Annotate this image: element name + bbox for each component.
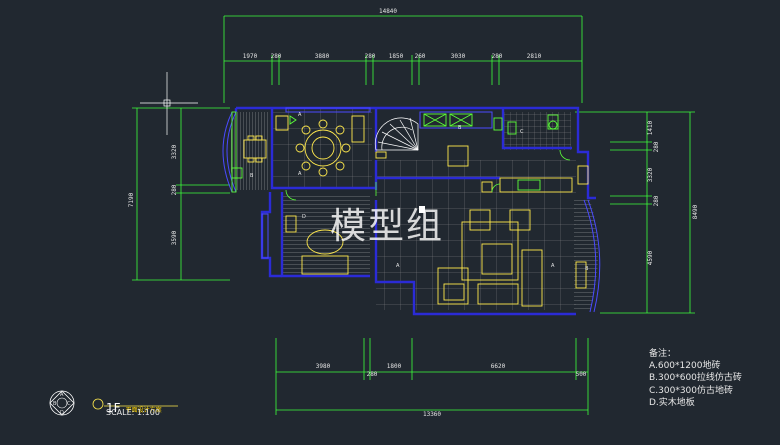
selection-marker xyxy=(419,206,425,213)
window-frames xyxy=(222,107,601,313)
logo-letter: B xyxy=(53,401,57,407)
notes-block: 备注： A.600*1200地砖 B.300*600拉线仿古砖 C.300*30… xyxy=(649,348,742,409)
drawing-title: 1F 平面设计方案 xyxy=(106,397,162,416)
notes-item: A.600*1200地砖 xyxy=(649,361,721,372)
room-label: A xyxy=(396,263,400,269)
dim-bottom-seg: 1800 xyxy=(387,363,402,370)
dim-left-seg: 3590 xyxy=(171,230,178,245)
door-swings xyxy=(285,149,571,201)
notes-item: C.300*300仿古地砖 xyxy=(649,385,734,396)
walls xyxy=(234,106,596,316)
dim-right-seg: 280 xyxy=(653,141,660,152)
dim-right-seg: 4590 xyxy=(647,250,654,265)
room-label: B xyxy=(458,125,462,131)
right-dimension-lines xyxy=(575,111,695,314)
dim-top-seg: 280 xyxy=(492,53,503,60)
drawing-title-sub: 平面设计方案 xyxy=(125,407,162,414)
dim-top-segments: 1970 280 3880 280 1850 260 3030 280 2810 xyxy=(243,53,542,60)
dim-right-total: 8490 xyxy=(692,204,699,219)
title-marker-icon xyxy=(92,398,104,410)
dim-left-total: 7190 xyxy=(128,192,135,207)
room-label: B xyxy=(585,266,589,272)
room-label: D xyxy=(302,214,306,220)
dim-right-seg: 1410 xyxy=(647,120,654,135)
dim-top-seg: 260 xyxy=(415,53,426,60)
floor-areas xyxy=(229,108,598,312)
dim-top-seg: 280 xyxy=(365,53,376,60)
logo-letter: C xyxy=(67,401,71,407)
notes-heading: 备注： xyxy=(649,349,677,359)
room-label: A xyxy=(298,171,302,177)
dim-bottom-seg: 500 xyxy=(576,371,587,378)
dim-left-seg: 280 xyxy=(171,184,178,195)
dim-top-seg: 2810 xyxy=(527,53,542,60)
bottom-dimension-lines xyxy=(275,338,589,415)
dim-bottom-seg: 6620 xyxy=(491,363,506,370)
room-label: B xyxy=(250,173,254,179)
dim-left-seg: 3320 xyxy=(171,144,178,159)
drawing-scale: SCALE: 1:100 xyxy=(106,408,160,417)
furniture xyxy=(243,115,589,307)
dim-top-seg: 1970 xyxy=(243,53,258,60)
drawing-title-main: 1F xyxy=(106,401,121,415)
dim-top-seg: 1850 xyxy=(389,53,404,60)
dim-top-total: 14840 xyxy=(379,8,397,15)
dim-bottom-total: 13360 xyxy=(423,411,441,418)
left-dimension-lines xyxy=(132,72,230,281)
room-label: C xyxy=(520,129,524,135)
logo-letter: A xyxy=(60,392,64,398)
dim-right-segments: 1410 280 3320 280 4590 8490 xyxy=(647,120,699,265)
title-logo: A B C D xyxy=(49,390,178,416)
dim-right-seg: 3320 xyxy=(647,167,654,182)
notes-item: B.300*600拉线仿古砖 xyxy=(649,373,742,384)
dim-bottom-seg: 280 xyxy=(367,371,378,378)
logo-letter: D xyxy=(60,410,64,416)
room-label: A xyxy=(551,263,555,269)
room-label: A xyxy=(298,112,302,118)
top-dimension-lines xyxy=(223,15,583,103)
dim-bottom-segments: 3980 280 1800 6620 500 13360 xyxy=(316,363,587,418)
watermark-text: 模型组 xyxy=(330,206,444,247)
room-labels: A A B B C D A A B xyxy=(250,112,589,272)
notes-item: D.实木地板 xyxy=(649,397,695,408)
fixtures xyxy=(231,111,559,193)
dim-left-segments: 3320 280 3590 7190 xyxy=(128,144,178,245)
dim-bottom-seg: 3980 xyxy=(316,363,331,370)
dim-top-seg: 280 xyxy=(271,53,282,60)
dim-top-seg: 3880 xyxy=(315,53,330,60)
dim-right-seg: 280 xyxy=(653,195,660,206)
dim-top-seg: 3030 xyxy=(451,53,466,60)
spiral-stair xyxy=(375,117,419,151)
